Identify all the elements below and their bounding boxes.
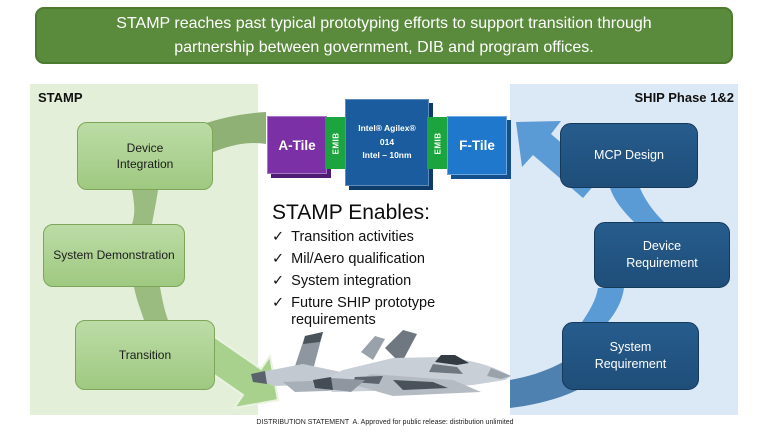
banner: STAMP reaches past typical prototyping e… <box>35 7 733 64</box>
checkmark-icon: ✓ <box>272 295 285 312</box>
agilex-line2: 014 <box>379 136 395 147</box>
box-system-requirement: System Requirement <box>562 322 699 390</box>
box-mcp-design: MCP Design <box>560 123 698 188</box>
intel-agilex-tile: Intel® Agilex® 014 Intel – 10nm <box>345 99 429 186</box>
list-item: ✓ System integration <box>272 273 480 290</box>
checkmark-icon: ✓ <box>272 251 285 268</box>
emib-left: EMIB <box>325 117 347 169</box>
banner-text: STAMP reaches past typical prototyping e… <box>116 15 652 56</box>
list-item: ✓ Future SHIP prototype requirements <box>272 295 480 329</box>
list-item: ✓ Transition activities <box>272 229 480 246</box>
enables-item-1: Transition activities <box>291 229 414 245</box>
checkmark-icon: ✓ <box>272 229 285 245</box>
fighter-jets-image <box>251 330 511 396</box>
ship-panel-title: SHIP Phase 1&2 <box>634 90 734 105</box>
front-jet <box>313 330 511 396</box>
a-tile: A-Tile <box>267 116 327 174</box>
box-device-integration: Device Integration <box>77 122 213 190</box>
enables-list: ✓ Transition activities ✓ Mil/Aero quali… <box>272 229 480 335</box>
stamp-panel-title: STAMP <box>38 90 83 105</box>
agilex-line3: Intel – 10nm <box>362 150 412 161</box>
distribution-statement: DISTRIBUTION STATEMENT A. Approved for p… <box>256 419 514 426</box>
agilex-line1: Intel® Agilex® <box>358 123 416 134</box>
emib-left-label: EMIB <box>331 132 341 154</box>
f-tile: F-Tile <box>447 116 507 175</box>
list-item: ✓ Mil/Aero qualification <box>272 251 480 268</box>
box-transition: Transition <box>75 320 215 390</box>
enables-item-4: Future SHIP prototype requirements <box>291 295 436 329</box>
box-device-requirement: Device Requirement <box>594 222 730 288</box>
box-system-demonstration: System Demonstration <box>43 224 185 287</box>
checkmark-icon: ✓ <box>272 273 285 290</box>
enables-item-3: System integration <box>291 273 412 290</box>
emib-right: EMIB <box>427 117 449 169</box>
emib-right-label: EMIB <box>433 132 443 154</box>
enables-title: STAMP Enables: <box>272 201 430 224</box>
enables-item-2: Mil/Aero qualification <box>291 251 425 268</box>
